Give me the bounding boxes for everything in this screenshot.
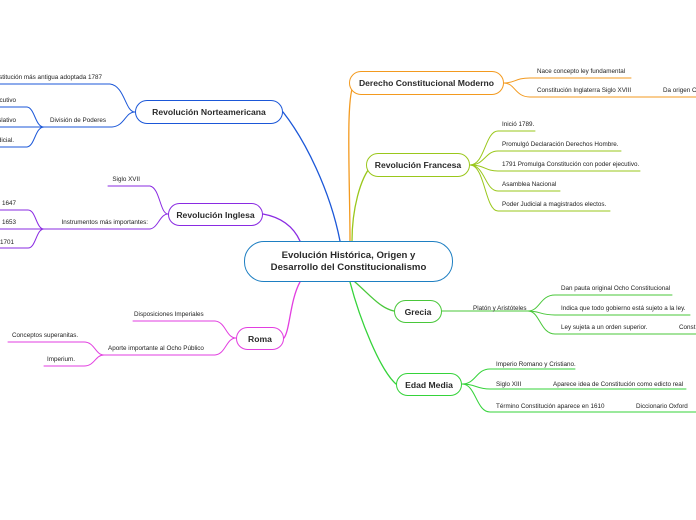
subtopic-instrumentos[interactable]: Instrumentos más importantes:	[61, 219, 148, 226]
subtopic-termino-1610[interactable]: Término Constitución aparece en 1610	[496, 403, 605, 410]
subtopic-aporte-importante[interactable]: Aporte importante al Ocho Público	[108, 345, 204, 352]
subtopic-constitucion-1791[interactable]: 1791 Promulga Constitución con poder eje…	[502, 161, 640, 168]
central-topic-line-2: Desarrollo del Constitucionalismo	[270, 261, 427, 273]
topic-label: Revolución Norteamericana	[152, 107, 266, 117]
subtopic-gobierno-sujeto-ley[interactable]: Indica que todo gobierno está sujeto a l…	[561, 305, 686, 312]
subtopic-const[interactable]: Const	[679, 324, 696, 331]
subtopic-anio-1701[interactable]: 1701	[0, 239, 14, 246]
topic-label: Derecho Constitucional Moderno	[358, 78, 495, 88]
subtopic-siglo-xiii[interactable]: Siglo XIII	[496, 381, 522, 388]
topic-label: Revolución Inglesa	[176, 209, 255, 220]
subtopic-siglo-xvii[interactable]: Siglo XVII	[112, 176, 140, 183]
topic-edad-media[interactable]: Edad Media	[396, 373, 462, 396]
topic-revolucion-inglesa[interactable]: Revolución Inglesa	[168, 203, 263, 226]
subtopic-legislativo[interactable]: Legislativo	[0, 117, 16, 124]
subtopic-judicial[interactable]: Judicial.	[0, 137, 14, 144]
subtopic-declaracion-derechos[interactable]: Promulgó Declaración Derechos Hombre.	[502, 141, 619, 148]
topic-label: Edad Media	[405, 379, 453, 390]
subtopic-anio-1653[interactable]: 1653	[1, 219, 16, 226]
central-topic-line-1: Evolución Histórica, Origen y	[281, 249, 416, 261]
subtopic-disposiciones-imperiales[interactable]: Disposiciones Imperiales	[134, 311, 204, 318]
topic-label: Roma	[248, 333, 272, 344]
topic-roma[interactable]: Roma	[236, 327, 284, 350]
subtopic-poder-judicial[interactable]: Poder Judicial a magistrados electos.	[502, 201, 607, 208]
subtopic-imperium[interactable]: Imperium.	[47, 356, 75, 363]
subtopic-asamblea-nacional[interactable]: Asamblea Nacional	[502, 181, 557, 188]
subtopic-dan-pauta[interactable]: Dan pauta original Ocho Constitucional	[561, 285, 671, 292]
topic-label: Revolución Francesa	[374, 160, 462, 170]
central-topic[interactable]: Evolución Histórica, Origen y Desarrollo…	[244, 241, 453, 282]
subtopic-diccionario-oxford[interactable]: Diccionario Oxford	[636, 403, 688, 410]
topic-label: Grecia	[404, 306, 432, 317]
subtopic-da-origen[interactable]: Da origen C	[663, 87, 696, 94]
subtopic-nace-concepto[interactable]: Nace concepto ley fundamental	[537, 68, 626, 75]
subtopic-imperio-romano[interactable]: Imperio Romano y Cristiano.	[496, 361, 576, 368]
subtopic-orden-superior[interactable]: Ley sujeta a un orden superior.	[561, 324, 648, 331]
subtopic-anio-1647[interactable]: 1647	[1, 200, 16, 207]
subtopic-ejecutivo[interactable]: Ejecutivo	[0, 97, 16, 104]
topic-revolucion-francesa[interactable]: Revolución Francesa	[366, 153, 470, 177]
subtopic-constitucion-inglaterra[interactable]: Constitución Inglaterra Siglo XVIII	[537, 87, 632, 94]
subtopic-conceptos-superanitas[interactable]: Conceptos superanitas.	[12, 332, 79, 339]
subtopic-platon-aristoteles[interactable]: Platón y Aristóteles	[473, 305, 527, 312]
topic-revolucion-norteamericana[interactable]: Revolución Norteamericana	[135, 100, 283, 124]
subtopic-inicio-1789[interactable]: Inició 1789.	[502, 121, 535, 128]
subtopic-division-de-poderes[interactable]: División de Poderes	[49, 117, 106, 124]
subtopic-constitucion-1787[interactable]: Constitución más antigua adoptada 1787	[0, 74, 102, 81]
topic-grecia[interactable]: Grecia	[394, 300, 442, 323]
subtopic-edicto-real[interactable]: Aparece idea de Constitución como edicto…	[553, 381, 684, 388]
topic-derecho-constitucional-moderno[interactable]: Derecho Constitucional Moderno	[349, 71, 504, 95]
